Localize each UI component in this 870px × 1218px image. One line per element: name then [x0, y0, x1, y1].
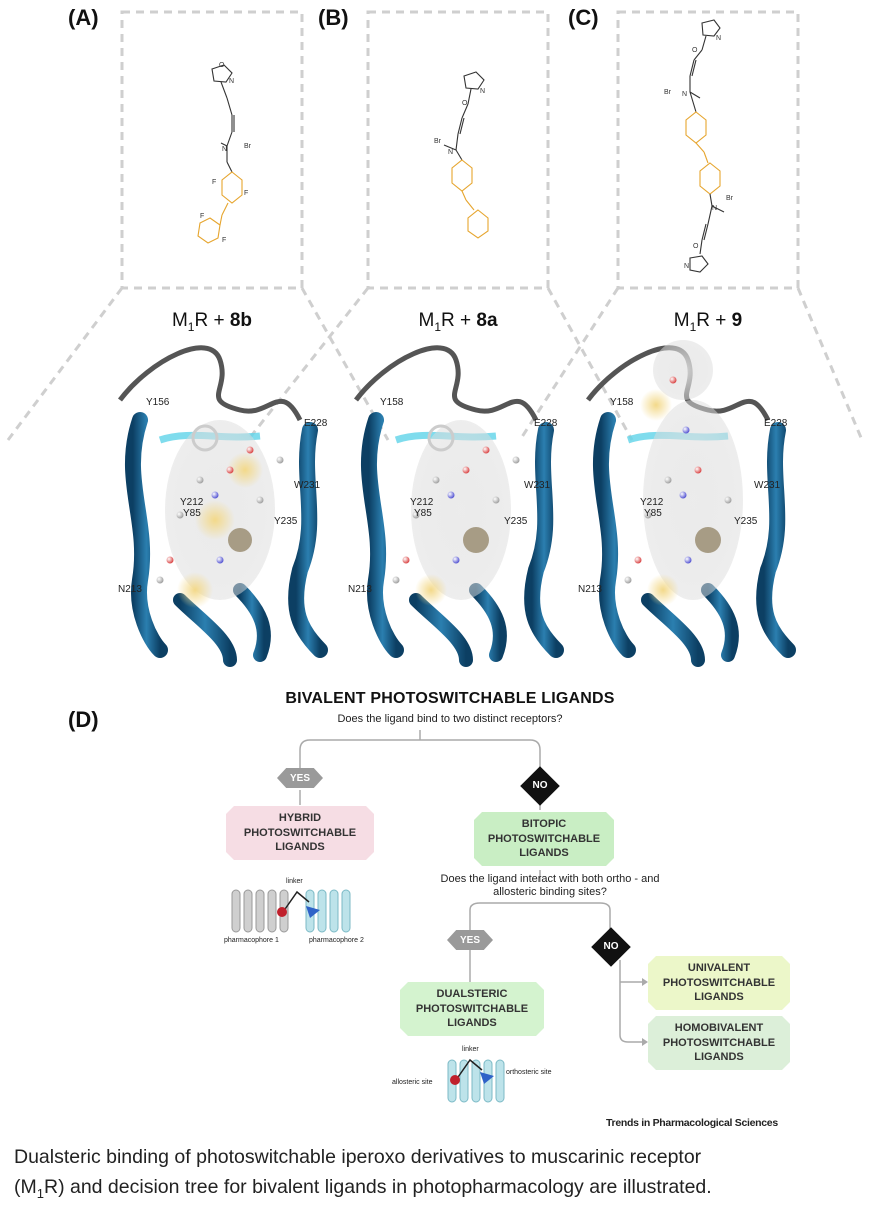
f-atom-label: F: [212, 179, 216, 186]
pharmacophore-1-label: pharmacophore 1: [224, 937, 279, 944]
tree-title: BIVALENT PHOTOSWITCHABLE LIGANDS: [285, 690, 615, 707]
o-atom-label: O: [693, 243, 699, 250]
complex-label-a: M1R + 8b: [171, 310, 253, 334]
o-atom-label: O: [462, 100, 468, 107]
pharmacophore-2-label: pharmacophore 2: [309, 937, 364, 944]
n-atom-label: N: [712, 205, 717, 212]
panel-label-a: (A): [68, 5, 99, 30]
orthosteric-site-label: orthosteric site: [506, 1069, 552, 1076]
residue-label: Y212: [180, 497, 204, 508]
residue-label: E228: [304, 418, 328, 429]
receptor-cartoon-dualsteric: [447, 1058, 505, 1103]
residue-label: Y235: [734, 516, 758, 527]
tree-connectors: [231, 730, 648, 1103]
residue-label: Y158: [610, 397, 634, 408]
residue-label: Y85: [644, 508, 662, 519]
n-atom-label: N: [682, 91, 687, 98]
yes-node-2: YES: [447, 930, 493, 950]
figure-caption: Dualsteric binding of photoswitchable ip…: [14, 1146, 712, 1201]
n-atom-label: N: [229, 78, 234, 85]
linker-label-2: linker: [462, 1046, 479, 1053]
structure-8a: [443, 71, 489, 239]
protein-render-a: [118, 345, 328, 667]
residue-label: E228: [764, 418, 788, 429]
n-atom-label: N: [222, 146, 227, 153]
protein-render-b: [354, 345, 564, 667]
residue-label: E228: [534, 418, 558, 429]
yes-node-1: YES: [277, 768, 323, 788]
panel-label-d: (D): [68, 707, 99, 732]
structures-and-zoom-lines: O N N Br F F F F O N N Br: [6, 10, 864, 667]
br-label: Br: [664, 89, 672, 96]
n-atom-label: N: [480, 88, 485, 95]
residue-label: Y212: [410, 497, 434, 508]
br-label: Br: [726, 195, 734, 202]
no-node-1: NO: [532, 780, 548, 791]
residue-label: N213: [348, 584, 372, 595]
n-atom-label: N: [448, 149, 453, 156]
residue-label: Y85: [414, 508, 432, 519]
residue-label: N213: [118, 584, 142, 595]
panel-label-b: (B): [318, 5, 349, 30]
panel-label-c: (C): [568, 5, 599, 30]
n-atom-label: N: [716, 35, 721, 42]
n-atom-label: N: [684, 263, 689, 270]
residue-label: Y212: [640, 497, 664, 508]
complex-label-c: M1R + 9: [673, 310, 743, 334]
residue-label: Y235: [504, 516, 528, 527]
residue-label: Y85: [183, 508, 201, 519]
o-atom-label: O: [692, 47, 698, 54]
no-node-2: NO: [603, 941, 619, 952]
residue-label: Y158: [380, 397, 404, 408]
f-atom-label: F: [200, 213, 204, 220]
br-label: Br: [244, 143, 252, 150]
structure-8b: [197, 64, 243, 244]
residue-label: Y156: [146, 397, 170, 408]
structure-9: [685, 19, 725, 273]
br-label: Br: [434, 138, 442, 145]
question-1: Does the ligand bind to two distinct rec…: [337, 713, 563, 725]
receptor-cartoon-hybrid: [231, 889, 351, 933]
residue-label: W231: [294, 480, 321, 491]
question-2: Does the ligand interact with both ortho…: [440, 873, 660, 898]
linker-label-1: linker: [286, 878, 303, 885]
f-atom-label: F: [244, 190, 248, 197]
residue-label: W231: [524, 480, 551, 491]
residue-label: W231: [754, 480, 781, 491]
residue-label: N213: [578, 584, 602, 595]
protein-render-c: [586, 340, 796, 667]
f-atom-label: F: [222, 237, 226, 244]
journal-source: Trends in Pharmacological Sciences: [606, 1117, 778, 1129]
allosteric-site-label: allosteric site: [392, 1079, 433, 1086]
residue-label: Y235: [274, 516, 298, 527]
o-atom-label: O: [219, 62, 225, 69]
complex-label-b: M1R + 8a: [418, 310, 498, 334]
